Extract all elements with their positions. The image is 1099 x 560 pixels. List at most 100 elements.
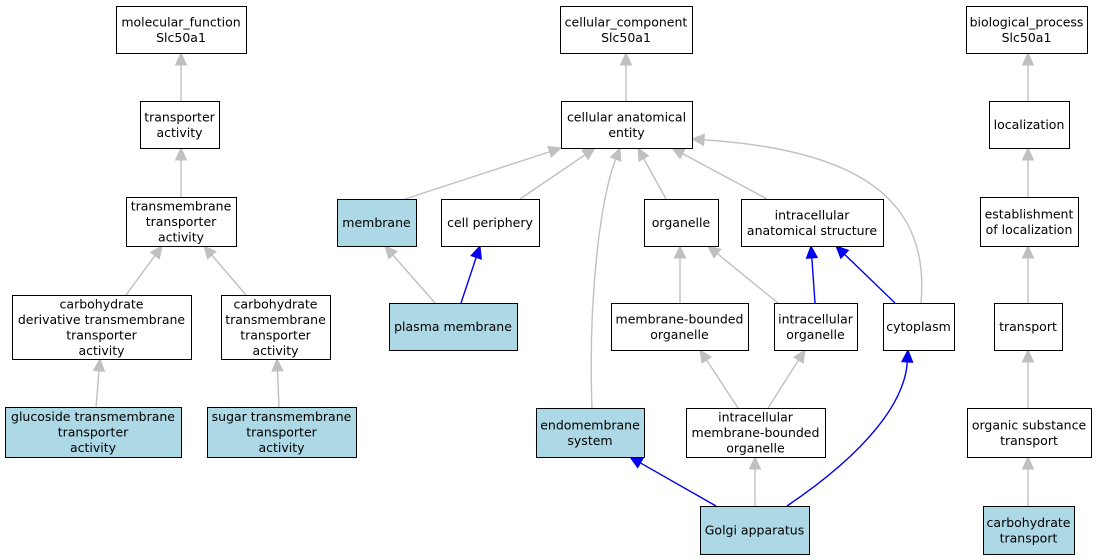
node-box <box>536 408 645 458</box>
edge-loc-bp <box>1021 51 1035 101</box>
arrowhead <box>609 146 622 162</box>
node-golgi[interactable]: Golgi apparatus <box>700 506 810 555</box>
node-box <box>140 101 220 149</box>
edge-imbo-mbo <box>699 348 739 409</box>
node-box <box>441 199 540 247</box>
node-label-line: transporter <box>246 425 317 440</box>
node-box <box>994 303 1063 351</box>
arrowhead <box>673 244 687 259</box>
node-box <box>774 303 858 351</box>
edge-line <box>703 139 923 304</box>
node-box <box>207 407 357 458</box>
edge-cyto-cae <box>690 133 923 304</box>
edge-line <box>590 158 617 409</box>
node-label-line: cell periphery <box>447 215 533 230</box>
node-box <box>12 295 192 360</box>
edge-golgi-cyto <box>786 348 914 507</box>
node-label-line: transport <box>999 319 1057 334</box>
node-box <box>560 6 693 54</box>
edge-stta-ctta <box>271 357 284 408</box>
arrowhead <box>1021 244 1035 259</box>
node-label-line: transmembrane <box>131 199 232 214</box>
edge-line <box>844 253 896 304</box>
arrowhead <box>690 133 705 147</box>
node-box <box>980 197 1079 247</box>
edge-line <box>460 257 477 304</box>
node-ctta[interactable]: carbohydratetransmembranetransporteracti… <box>221 295 331 360</box>
node-cp[interactable]: cell periphery <box>441 199 540 247</box>
arrowhead <box>581 147 596 161</box>
edge-cyto-ias <box>835 245 896 304</box>
edge-io-org <box>707 245 779 304</box>
node-label-line: anatomical structure <box>747 223 877 238</box>
node-label-line: transport <box>1000 530 1058 545</box>
node-label-line: activity <box>258 440 305 455</box>
arrowhead <box>1021 146 1035 161</box>
node-box <box>644 199 719 247</box>
edge-line <box>786 361 908 507</box>
arrowhead <box>637 146 650 162</box>
edge-tr-eol <box>1021 244 1035 303</box>
node-box <box>561 101 693 149</box>
arrowhead <box>547 145 563 158</box>
edge-line <box>640 462 717 507</box>
node-label-line: membrane-bounded <box>616 311 744 326</box>
edge-line <box>392 254 436 304</box>
edge-line <box>682 153 768 200</box>
node-label-line: system <box>567 433 612 448</box>
node-loc[interactable]: localization <box>989 101 1070 149</box>
node-label-line: biological_process <box>970 14 1084 29</box>
node-label-line: of localization <box>986 222 1073 237</box>
edge-cae-cc <box>619 51 633 101</box>
edge-line <box>519 154 586 200</box>
node-cyto[interactable]: cytoplasm <box>883 303 955 351</box>
edge-io-ias <box>805 244 819 304</box>
node-label-line: activity <box>158 230 205 245</box>
node-mem[interactable]: membrane <box>337 199 417 247</box>
edge-mem-cae <box>404 145 563 200</box>
arrowhead <box>1021 51 1035 66</box>
arrowhead <box>470 244 483 260</box>
node-label-line: organelle <box>726 441 785 456</box>
node-label-line: transporter <box>66 327 137 342</box>
node-label-line: intracellular <box>718 410 794 425</box>
edge-ias-cae <box>670 147 768 200</box>
node-tr[interactable]: transport <box>994 303 1063 351</box>
edge-golgi-es <box>628 456 717 507</box>
edge-ta-mf <box>174 51 188 101</box>
node-label-line: glucoside transmembrane <box>11 409 175 424</box>
edge-eol-loc <box>1021 146 1035 197</box>
node-label-line: carbohydrate <box>60 296 144 311</box>
edge-line <box>643 158 667 200</box>
node-label-line: intracellular <box>778 311 854 326</box>
arrowhead <box>1021 348 1035 363</box>
arrowhead <box>149 245 163 260</box>
node-gtta[interactable]: glucoside transmembranetransporteractivi… <box>5 407 182 458</box>
edge-golgi-imbo <box>748 455 762 506</box>
node-label-line: transporter <box>146 214 217 229</box>
node-org[interactable]: organelle <box>644 199 719 247</box>
node-label-line: activity <box>252 343 299 358</box>
node-pm[interactable]: plasma membrane <box>389 303 518 351</box>
node-label-line: molecular_function <box>121 14 240 29</box>
edge-ctta-tta <box>203 245 247 296</box>
node-label-line: Golgi apparatus <box>705 523 805 538</box>
node-label-line: transporter <box>58 425 129 440</box>
